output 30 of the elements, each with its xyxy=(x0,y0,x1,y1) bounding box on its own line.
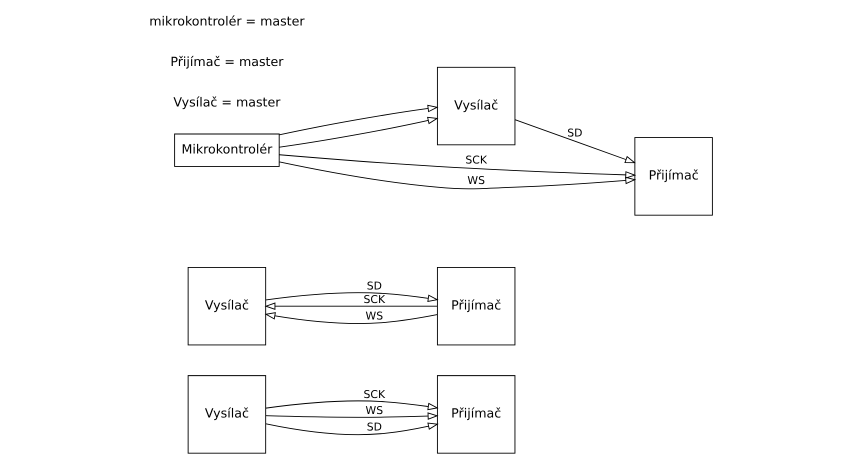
node-box: Přijímač xyxy=(436,375,516,454)
edge-label: SCK xyxy=(465,153,487,166)
arrow xyxy=(265,400,439,410)
node-box: Vysílač xyxy=(436,66,516,146)
node-box: Přijímač xyxy=(634,137,713,216)
edge-label: SD xyxy=(366,420,382,434)
node-box: Mikrokontrolér xyxy=(174,134,280,167)
arrow xyxy=(266,412,438,420)
edge-label: SCK xyxy=(364,293,386,306)
label: Přijímač = master xyxy=(170,54,284,70)
edge-label: WS xyxy=(366,309,384,322)
edge-label: WS xyxy=(366,404,384,418)
label: Vysílač = master xyxy=(173,94,280,110)
arrow xyxy=(265,292,439,302)
arrow xyxy=(278,116,438,148)
node-box: Přijímač xyxy=(436,266,516,346)
arrow xyxy=(264,312,438,324)
edge-label: SD xyxy=(366,280,382,293)
arrow xyxy=(265,422,439,435)
node-box: Vysílač xyxy=(188,375,266,454)
arrow xyxy=(514,119,636,164)
edge-label: SCK xyxy=(364,388,386,401)
node-box: Vysílač xyxy=(188,266,266,346)
arrow xyxy=(279,162,636,190)
label: mikrokontrolér = master xyxy=(149,14,305,29)
arrow xyxy=(279,154,636,179)
edge-label: SD xyxy=(567,126,582,140)
edge-label: WS xyxy=(467,174,485,188)
arrow xyxy=(278,104,438,136)
arrow xyxy=(264,302,438,310)
